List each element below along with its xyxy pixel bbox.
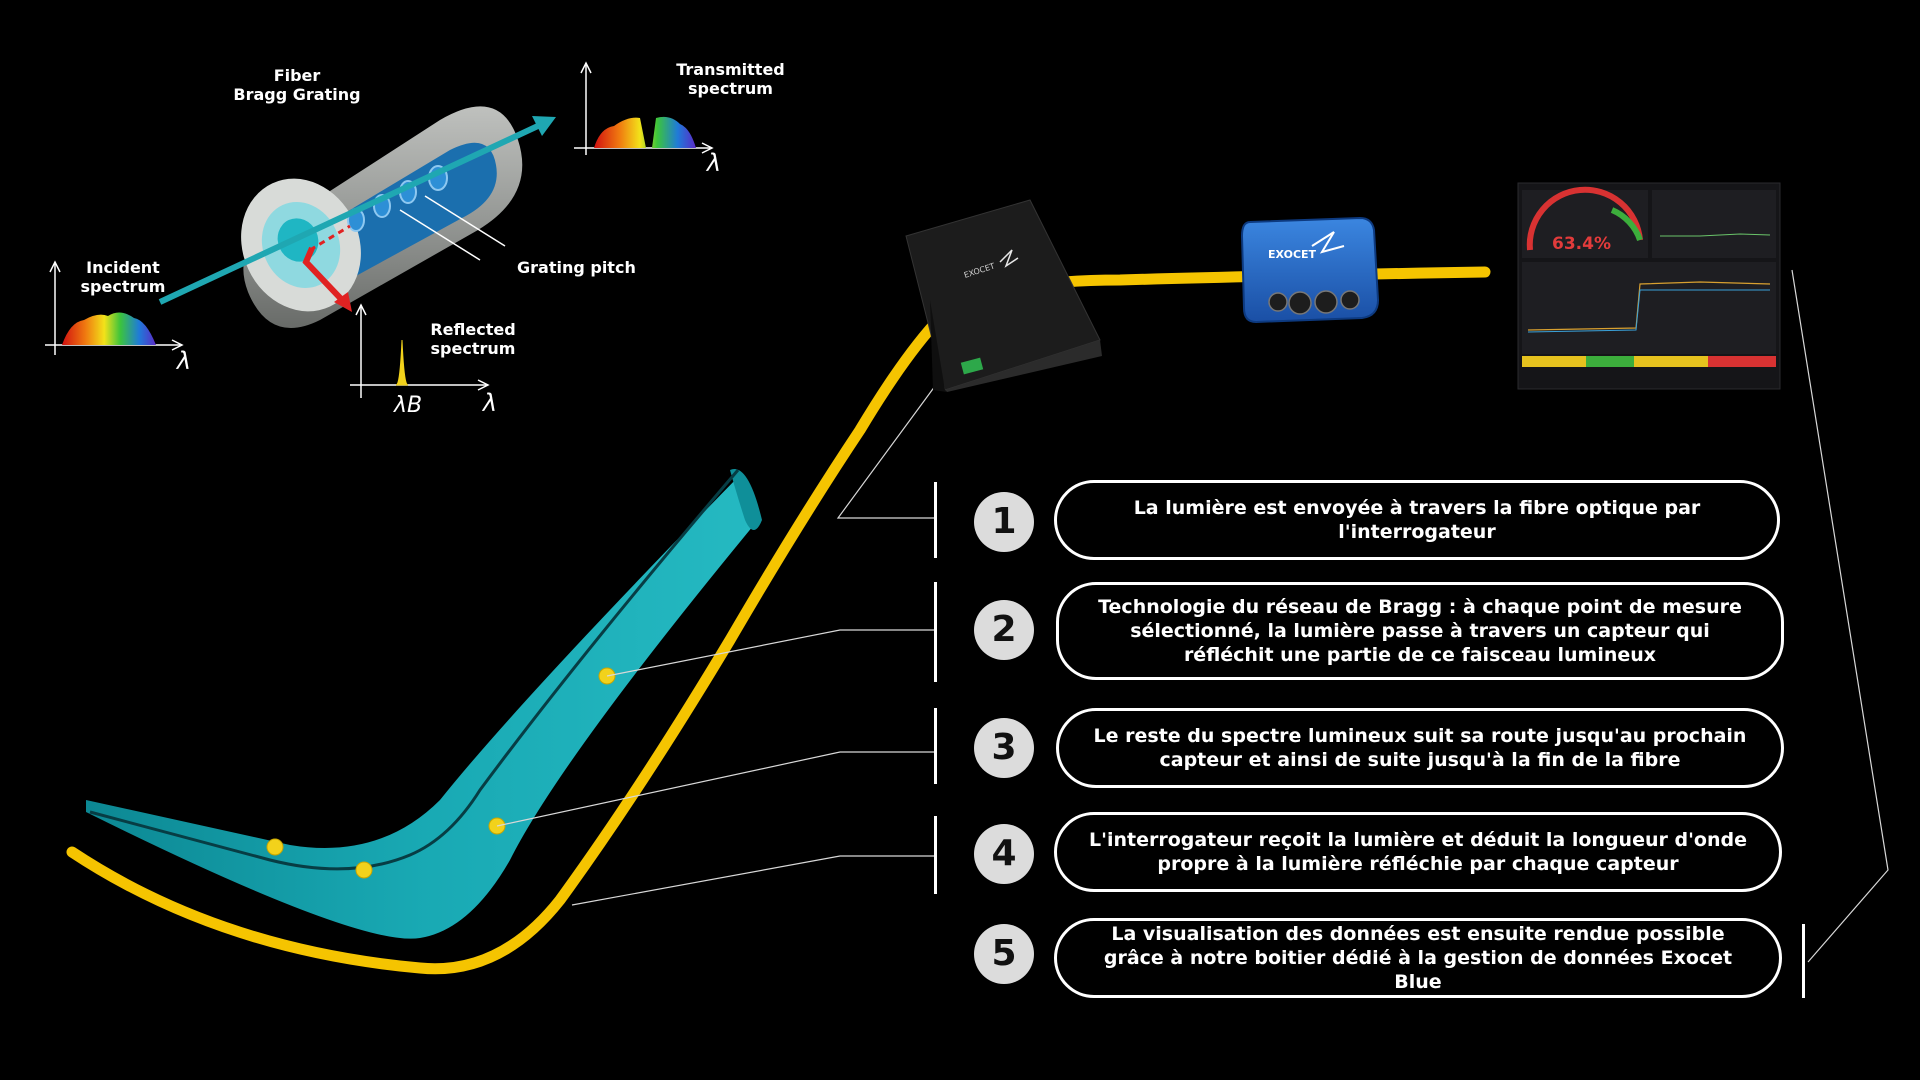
fbg-title: Fiber Bragg Grating (233, 66, 361, 104)
step-number-1: 1 (974, 492, 1034, 552)
fiber-cylinder (241, 106, 523, 329)
step-vertical-bars (934, 482, 1805, 998)
reflected-spectrum-label: Reflected spectrum (430, 320, 516, 358)
step-number-5: 5 (974, 924, 1034, 984)
step-text-4: L'interrogateur reçoit la lumière et déd… (1054, 812, 1782, 892)
blade-structure (86, 469, 762, 939)
lambda-transmitted-label: λ (706, 149, 722, 177)
step-text-1: La lumière est envoyée à travers la fibr… (1054, 480, 1780, 560)
grating-pitch-label: Grating pitch (517, 258, 636, 277)
dashboard-gauge-value: 63.4% (1552, 234, 1611, 254)
step-number-3: 3 (974, 718, 1034, 778)
reflected-arrow-icon (334, 292, 352, 312)
lambda-reflected-label: λ (482, 389, 498, 417)
exocet-box-logo: EXOCET (1268, 248, 1317, 261)
step-number-2: 2 (974, 600, 1034, 660)
optical-fiber (66, 266, 1491, 975)
step-text-5: La visualisation des données est ensuite… (1054, 918, 1782, 998)
exocet-blue-box: EXOCET (1240, 216, 1380, 324)
transmitted-spectrum-label: Transmitted spectrum (676, 60, 785, 98)
transmitted-arrow-icon (532, 116, 556, 136)
step-text-2: Technologie du réseau de Bragg : à chaqu… (1056, 582, 1784, 680)
interrogator-device: EXOCET (905, 199, 1102, 392)
reflected-spectrum-graph (350, 303, 490, 398)
lambda-incident-label: λ (176, 347, 192, 375)
step-text-3: Le reste du spectre lumineux suit sa rou… (1056, 708, 1784, 788)
fbg-illustration (45, 61, 714, 398)
dashboard-screenshot (1517, 182, 1781, 390)
incident-spectrum-label: Incident spectrum (80, 258, 166, 296)
leader-lines (496, 269, 1889, 963)
step-number-4: 4 (974, 824, 1034, 884)
lambda-bragg-label: λB (393, 393, 423, 418)
